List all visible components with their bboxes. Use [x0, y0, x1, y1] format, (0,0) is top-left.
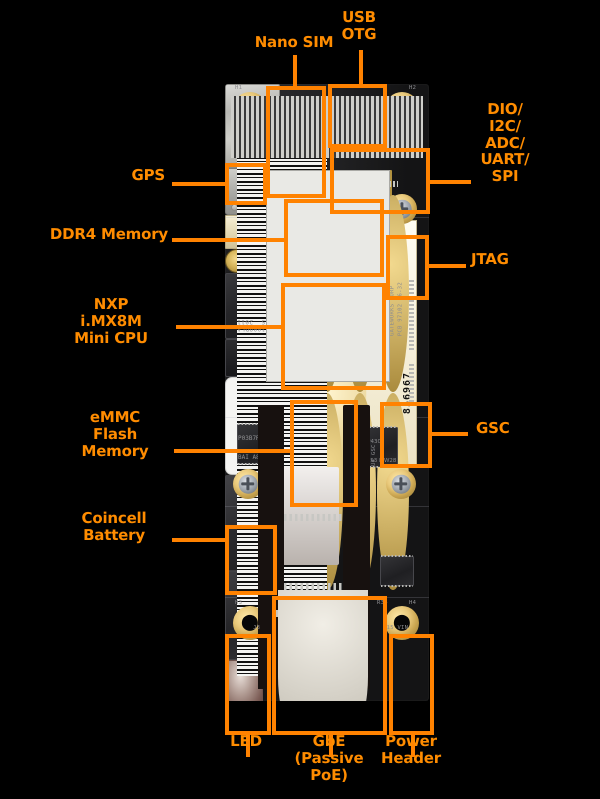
- leader-emmc: [174, 449, 292, 453]
- label-dio-i2c-adc-uart-spi: DIO/ I2C/ ADC/ UART/ SPI: [480, 100, 530, 186]
- highlight-emmc[interactable]: [290, 400, 358, 507]
- label-gps: GPS: [131, 166, 165, 184]
- silk-r34: R34: [377, 600, 388, 606]
- label-gsc: GSC: [476, 419, 510, 437]
- highlight-gsc[interactable]: [380, 402, 432, 468]
- highlight-cpu[interactable]: [281, 283, 386, 390]
- label-nxp-imx8m-mini-cpu: NXP i.MX8M Mini CPU: [74, 295, 148, 347]
- label-emmc-flash-memory: eMMC Flash Memory: [81, 408, 149, 460]
- silk-h1: H1: [235, 85, 243, 91]
- leader-coincell: [172, 538, 227, 542]
- highlight-coincell[interactable]: [225, 525, 277, 595]
- edge-pads: [409, 280, 414, 350]
- label-led: LED: [230, 732, 262, 750]
- highlight-nano-sim[interactable]: [266, 86, 326, 198]
- ic-legs: [359, 426, 397, 428]
- rj45-top-shield: [231, 96, 423, 159]
- ic-legs: [381, 555, 413, 557]
- ic-legs: [359, 466, 397, 468]
- leader-power-header: [411, 733, 415, 757]
- leader-usb-otg: [359, 50, 363, 86]
- edge-pads: [409, 364, 414, 408]
- mounting-screw: [386, 469, 416, 499]
- highlight-gps[interactable]: [225, 163, 267, 205]
- highlight-usb-otg[interactable]: [328, 84, 387, 148]
- label-coincell-battery: Coincell Battery: [81, 509, 147, 544]
- silk-h3: H3: [235, 600, 243, 606]
- highlight-ddr4[interactable]: [284, 199, 384, 277]
- silk-power: J15 VIN: [383, 625, 409, 631]
- label-jtag: JTAG: [471, 250, 509, 268]
- silk-gsc: U4 GSC: [371, 444, 377, 466]
- leader-gsc: [430, 432, 468, 436]
- magjack-pad-row: [284, 514, 365, 521]
- regulator-ic: [380, 555, 414, 587]
- highlight-led[interactable]: [225, 634, 271, 735]
- label-usb-otg: USB OTG: [341, 8, 377, 43]
- leader-cpu: [176, 325, 283, 329]
- silk-h2: H2: [409, 85, 417, 91]
- leader-led: [246, 733, 250, 757]
- silk-j3: J3: [253, 625, 261, 631]
- highlight-gbe[interactable]: [272, 596, 387, 735]
- label-gbe-passive-poe: GbE (Passive PoE): [294, 732, 364, 784]
- highlight-jtag[interactable]: [386, 235, 429, 300]
- highlight-power-header[interactable]: [389, 634, 434, 735]
- label-ddr4-memory: DDR4 Memory: [49, 225, 168, 243]
- label-power-header: Power Header: [381, 732, 441, 767]
- leader-ddr4: [172, 238, 286, 242]
- leader-nano-sim: [293, 55, 297, 88]
- pcb-board: H1 H2 NANO SIM DIO CONNECTOR J5 0MB77 D9…: [225, 84, 429, 701]
- magjack-pad-row: [284, 583, 365, 590]
- silk-h4: H4: [409, 600, 417, 606]
- leader-jtag: [428, 264, 466, 268]
- leader-gbe: [329, 733, 333, 757]
- leader-gps: [172, 182, 227, 186]
- label-nano-sim: Nano SIM: [254, 33, 334, 51]
- ic-legs: [381, 585, 413, 587]
- leader-dio: [428, 180, 471, 184]
